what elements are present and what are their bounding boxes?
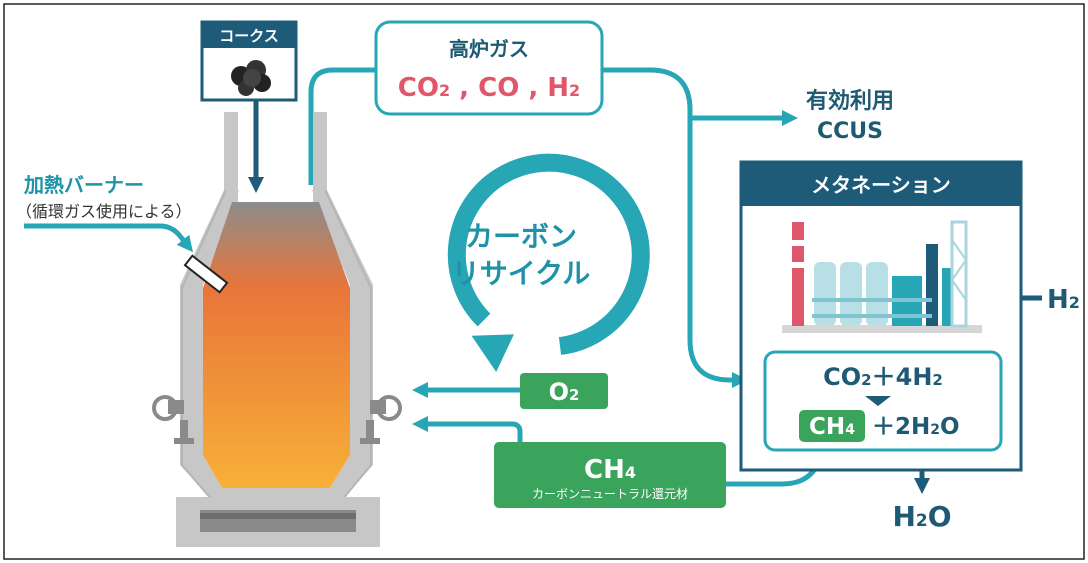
methanation-panel: メタネーション CO2＋4H2 CH4 ＋2H2O (739, 160, 1023, 472)
ch4-badge: CH4 カーボンニュートラル還元材 (494, 442, 726, 508)
gas-outlet-line (308, 67, 376, 185)
reaction-direction-icon (865, 396, 891, 406)
burner-label: 加熱バーナー (23, 173, 144, 197)
h2o-output-label: H2O (892, 500, 951, 533)
ch4-product-badge (799, 410, 865, 442)
blast-furnace (152, 112, 402, 547)
gas-to-methanation-arrow (602, 67, 749, 389)
reaction-top: CO2＋4H2 (823, 363, 943, 391)
circular-arrow-icon (447, 153, 650, 372)
ch4-arrow (411, 415, 523, 450)
o2-badge: O2 (520, 373, 608, 409)
coal-lumps-icon (231, 60, 271, 96)
coke-label: コークス (219, 27, 279, 45)
gas-formula: CO2 , CO , H2 (398, 73, 580, 103)
reaction-ch4: CH4 (809, 414, 855, 440)
coke-box: コークス (200, 20, 298, 102)
burner-arrow (24, 223, 193, 253)
h2-input-label: H2 (1047, 285, 1080, 315)
ccus-line2: CCUS (817, 119, 883, 144)
gas-title: 高炉ガス (449, 37, 529, 61)
burner-nozzle (183, 254, 229, 294)
ch4-label: CH4 (584, 455, 636, 485)
figure-border (3, 3, 1085, 560)
o2-label: O2 (549, 378, 580, 406)
ch4-caption: カーボンニュートラル還元材 (532, 487, 688, 501)
recycle-line2: リサイクル (452, 257, 591, 290)
reaction-h2o: ＋2H2O (872, 414, 960, 440)
methanation-title: メタネーション (811, 173, 951, 197)
ccus-line1: 有効利用 (806, 88, 894, 114)
recycle-line1: カーボン (465, 220, 577, 253)
burner-note: （循環ガス使用による） (16, 202, 192, 221)
blast-furnace-gas-box: 高炉ガス CO2 , CO , H2 (374, 20, 604, 116)
chemical-plant-icon (782, 220, 982, 333)
